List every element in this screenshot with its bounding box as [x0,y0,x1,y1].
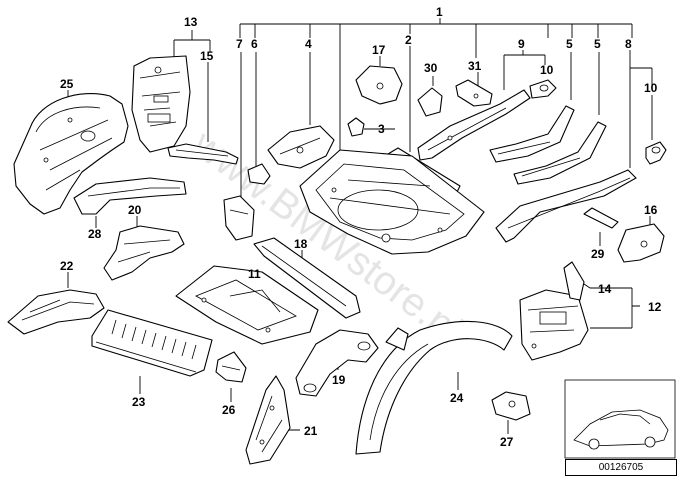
callout-2: 2 [405,33,412,47]
callout-8: 8 [625,37,632,51]
part-14-tab [563,261,585,301]
part-10-sleeve-top [529,79,557,99]
part-13-side-panel [131,55,191,153]
part-8-side-member [495,169,637,243]
part-25-wheel-arch-liner [13,93,129,215]
part-23-ribbed-floor-panel [91,309,213,377]
callout-26: 26 [222,403,236,417]
callout-9: 9 [518,37,525,51]
reference-thumbnail [564,379,676,459]
callout-10b: 10 [644,81,658,95]
part-31-bracket [455,79,493,107]
callout-4: 4 [305,37,312,51]
callout-27: 27 [500,435,514,449]
part-30-bracket [417,87,443,117]
part-21-pillar-bracket [245,375,291,465]
callout-5b: 5 [594,37,601,51]
part-4-bracket [267,125,335,169]
callout-6: 6 [251,37,258,51]
part-18-long-rail [253,237,361,319]
callout-17: 17 [372,43,386,57]
part-26-small-bracket [215,351,247,383]
callout-1: 1 [436,5,443,19]
callout-23: 23 [132,395,146,409]
callout-31: 31 [468,59,482,73]
part-29-strip [583,207,619,229]
callout-16: 16 [644,203,658,217]
part-27-jack-pad [491,391,531,421]
part-3-clip [347,117,365,137]
reference-code-label: 00126705 [565,459,677,476]
part-15-strip [167,143,239,165]
part-12-side-panel [519,289,589,361]
part-16-bracket [617,223,665,263]
part-22-floor-section [7,289,105,335]
part-20-bracket [103,225,185,281]
callout-28: 28 [88,227,102,241]
part-1-floor-pan [299,149,485,255]
callout-13: 13 [184,15,198,29]
callout-numbers: 1 13 7 6 4 2 17 31 30 9 5 5 8 10 10 15 2… [60,5,662,449]
callout-22: 22 [60,259,74,273]
part-28-cross-member [73,177,187,215]
callout-29: 29 [591,247,605,261]
part-19-shock-mount [295,329,379,397]
callout-11: 11 [248,267,261,281]
part-6-clip [247,163,271,185]
callout-30: 30 [424,61,438,75]
part-24-wheel-house [355,320,513,455]
callout-24: 24 [450,391,464,405]
callout-3: 3 [378,122,385,136]
callout-14: 14 [598,282,612,296]
part-10-cap-right [645,141,667,165]
part-7-plate [223,195,255,241]
part-11-floor-panel [175,265,319,345]
callout-18: 18 [294,237,308,251]
callout-10a: 10 [540,63,554,77]
callout-15: 15 [200,49,214,63]
part-9-long-member [417,89,531,161]
callout-12: 12 [648,300,662,314]
callout-20: 20 [128,203,142,217]
callout-5a: 5 [566,37,573,51]
part-17-cover-plate [355,65,403,105]
callout-21: 21 [304,424,318,438]
callout-25: 25 [60,77,74,91]
callout-7: 7 [236,37,243,51]
callout-19: 19 [332,373,346,387]
part-5-brackets [489,105,607,185]
